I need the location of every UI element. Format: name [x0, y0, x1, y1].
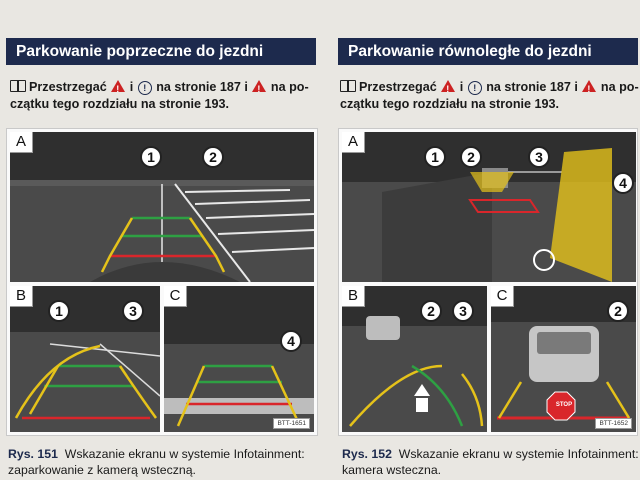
section-title: Parkowanie równoległe do jezdni	[338, 38, 638, 65]
callout-marker: 1	[48, 300, 70, 322]
rear-camera-view	[164, 286, 314, 432]
camera-panel-a: A 1 2	[10, 132, 314, 282]
note-text: na stronie 187 i	[156, 80, 248, 94]
caption-line: kamera wsteczna.	[342, 463, 441, 477]
callout-marker: 2	[460, 146, 482, 168]
panel-label: C	[164, 286, 187, 307]
right-section: Parkowanie równoległe do jezdni Przestrz…	[330, 0, 640, 480]
callout-marker: 4	[612, 172, 634, 194]
note-text: i	[130, 80, 134, 94]
figure-151: A 1 2 B	[6, 128, 318, 436]
info-circle-icon: !	[138, 81, 152, 95]
panel-label: A	[10, 132, 33, 153]
note-text: na stronie 187 i	[486, 80, 578, 94]
caption-line: zaparkowanie z kamerą wsteczną.	[8, 463, 196, 477]
note-text: czątku tego rozdziału na stronie 193.	[10, 97, 229, 111]
left-section: Parkowanie poprzeczne do jezdni Przestrz…	[0, 0, 322, 480]
stop-sign-label: STOP	[549, 402, 579, 408]
note-text: na po-	[601, 80, 639, 94]
callout-marker: 1	[140, 146, 162, 168]
note-text: na po-	[271, 80, 309, 94]
camera-panel-a: A 1 2 3 4	[342, 132, 636, 282]
note-text: Przestrzegać	[359, 80, 437, 94]
book-icon	[340, 80, 356, 92]
camera-panel-b: B 1 3	[10, 286, 160, 432]
warning-triangle-icon	[111, 80, 125, 92]
caption-line: Wskazanie ekranu w systemie Infotainment…	[399, 447, 639, 461]
figure-152: A 1 2 3 4 B 2 3	[338, 128, 638, 436]
callout-marker: 3	[452, 300, 474, 322]
callout-marker: 4	[280, 330, 302, 352]
figure-code: BTT-1651	[273, 418, 310, 429]
warning-triangle-icon	[582, 80, 596, 92]
note-text: i	[460, 80, 464, 94]
warning-note: Przestrzegać i ! na stronie 187 i na po-…	[10, 79, 315, 113]
info-circle-icon: !	[468, 81, 482, 95]
rear-camera-view	[10, 132, 314, 282]
callout-marker: 2	[202, 146, 224, 168]
caption-line: Wskazanie ekranu w systemie Infotainment…	[65, 447, 305, 461]
caption-label: Rys. 152	[342, 447, 392, 461]
camera-panel-c: C 2 STOP BTT-1652	[491, 286, 636, 432]
panel-label: B	[10, 286, 33, 307]
panel-label: A	[342, 132, 365, 153]
callout-marker: 3	[122, 300, 144, 322]
callout-marker: 2	[607, 300, 629, 322]
caption-label: Rys. 151	[8, 447, 58, 461]
warning-note: Przestrzegać i ! na stronie 187 i na po-…	[340, 79, 640, 113]
figure-code: BTT-1652	[595, 418, 632, 429]
camera-panel-b: B 2 3	[342, 286, 487, 432]
section-title: Parkowanie poprzeczne do jezdni	[6, 38, 316, 65]
figure-caption: Rys. 152 Wskazanie ekranu w systemie Inf…	[342, 446, 640, 478]
figure-caption: Rys. 151 Wskazanie ekranu w systemie Inf…	[8, 446, 318, 478]
warning-triangle-icon	[252, 80, 266, 92]
warning-triangle-icon	[441, 80, 455, 92]
book-icon	[10, 80, 26, 92]
panel-label: C	[491, 286, 514, 307]
camera-panel-c: C 4 BTT-1651	[164, 286, 314, 432]
callout-marker: 3	[528, 146, 550, 168]
rear-camera-view	[342, 132, 636, 282]
panel-label: B	[342, 286, 365, 307]
callout-marker: 2	[420, 300, 442, 322]
note-text: Przestrzegać	[29, 80, 107, 94]
note-text: czątku tego rozdziału na stronie 193.	[340, 97, 559, 111]
callout-marker: 1	[424, 146, 446, 168]
